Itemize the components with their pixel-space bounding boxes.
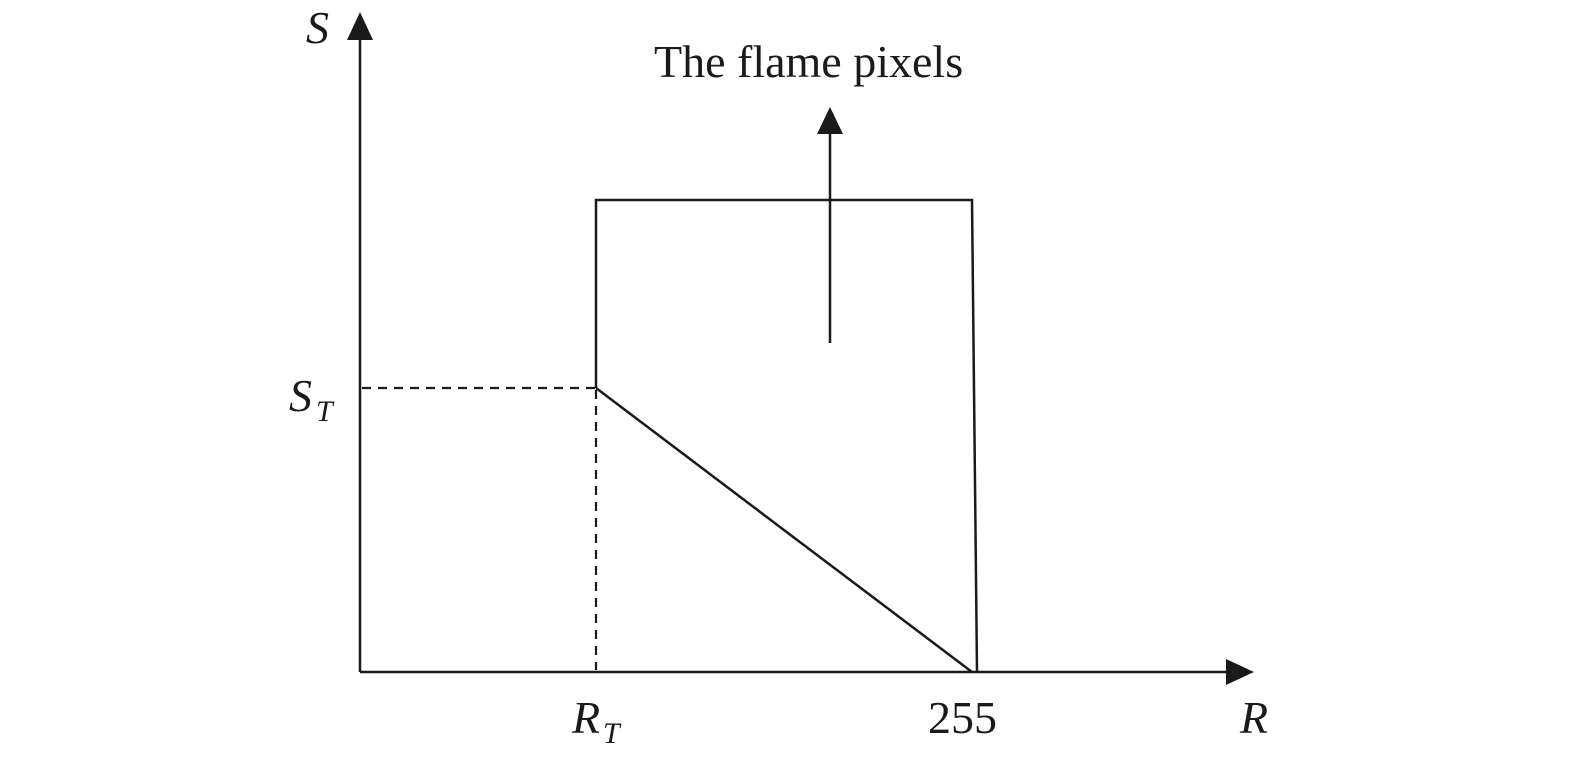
region-diagonal-boundary bbox=[595, 387, 973, 673]
x-axis-arrowhead bbox=[1226, 659, 1254, 685]
y-axis-label: S bbox=[306, 2, 329, 53]
r-threshold-subscript: T bbox=[603, 717, 622, 750]
s-threshold-subscript: T bbox=[316, 395, 335, 428]
r-threshold-main: R bbox=[571, 692, 600, 743]
s-threshold-main: S bbox=[289, 370, 312, 421]
y-axis-arrowhead bbox=[347, 12, 373, 40]
s-threshold-label: S T bbox=[289, 370, 335, 428]
flame-pixels-annotation: The flame pixels bbox=[654, 36, 963, 87]
r-threshold-label: R T bbox=[571, 692, 622, 750]
region-upper-boundary bbox=[594, 198, 979, 673]
x-axis-label: R bbox=[1239, 692, 1268, 743]
annotation-arrowhead bbox=[817, 107, 843, 134]
x-max-tick-label: 255 bbox=[928, 692, 997, 743]
